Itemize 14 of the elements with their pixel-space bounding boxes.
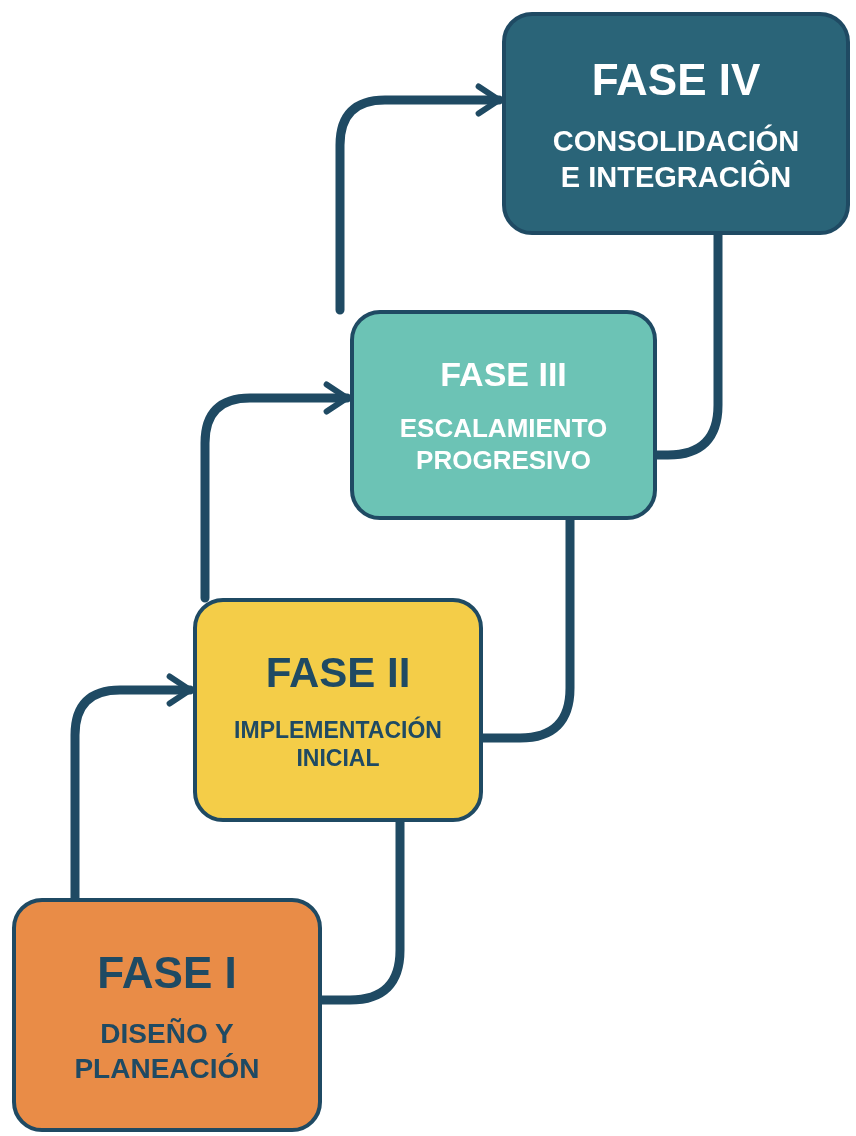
phase-subtitle: DISEÑO Y PLANEACIÓN <box>73 1016 261 1086</box>
phase-subtitle: IMPLEMENTACIÓN INICIAL <box>233 715 443 773</box>
phase-subtitle: ESCALAMIENTO PROGRESIVO <box>398 411 609 477</box>
phase-box <box>193 598 483 822</box>
phase-box <box>350 310 657 520</box>
arrow <box>200 381 352 603</box>
phase-title: FASE II <box>265 648 411 698</box>
phase-title: FASE IV <box>591 53 761 106</box>
phase-title: FASE I <box>97 946 237 999</box>
phase-box <box>502 12 850 235</box>
phase-title: FASE III <box>440 354 567 396</box>
phase-subtitle: CONSOLIDACIÓN E INTEGRACIÔN <box>551 123 801 195</box>
arrow <box>335 83 504 315</box>
phase-box <box>12 898 322 1132</box>
